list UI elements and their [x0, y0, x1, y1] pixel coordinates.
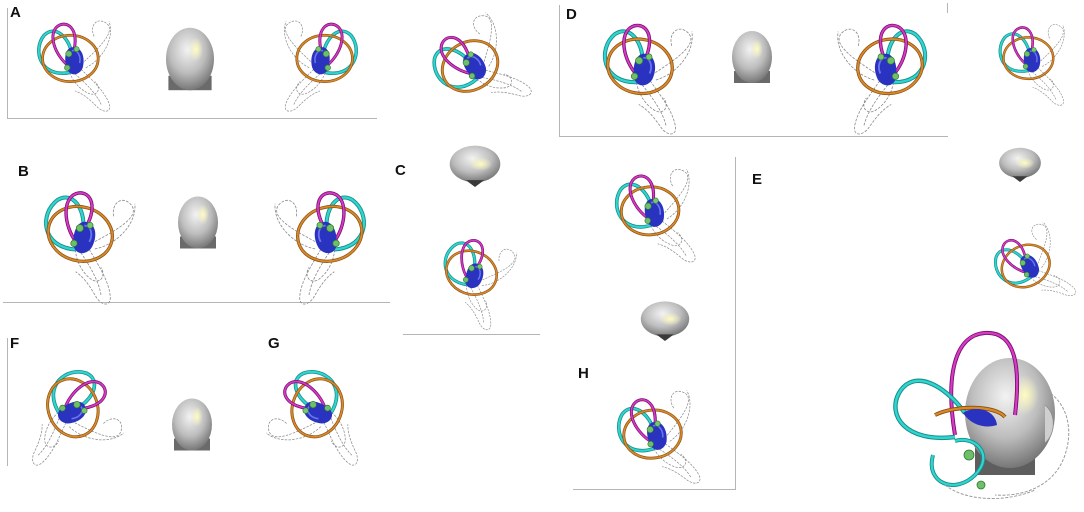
panel-b-ear-left [25, 180, 145, 295]
panel-c-ear [425, 228, 520, 333]
panel-e-ear [984, 219, 1080, 322]
panel-label-f: F [10, 335, 20, 352]
panel-h-frame-bottom [573, 489, 736, 490]
panel-f-head [172, 398, 212, 451]
panel-e-head [999, 147, 1041, 182]
panel-a-ear-left [37, 19, 113, 113]
panel-h-frame-right [735, 157, 736, 489]
panel-h-ear [612, 388, 704, 495]
panel-b-head [178, 196, 218, 249]
panel-label-d: D [566, 6, 577, 23]
panel-a-head [166, 27, 214, 91]
panel-a-ear-right [282, 19, 358, 113]
panel-c-frame-bottom [403, 334, 540, 335]
panel-f-ear [6, 360, 127, 469]
panel-label-a: A [10, 4, 21, 21]
panel-d-frame-tick [947, 3, 948, 13]
panel-label-b: B [18, 163, 29, 180]
panel-d-lower-head [640, 301, 690, 341]
panel-d-frame-left [559, 5, 560, 136]
panel-g-ear [263, 360, 384, 469]
panel-d-ear-left [585, 12, 705, 127]
panel-label-h: H [578, 365, 589, 382]
panel-label-g: G [268, 335, 280, 352]
panel-b-ear-right [265, 180, 385, 295]
panel-f-frame-left [7, 338, 8, 466]
panel-c-head [449, 145, 501, 187]
panel-label-c: C [395, 162, 406, 179]
panel-b-frame-bottom [3, 302, 390, 303]
composite-head-with-ear [893, 330, 1070, 499]
panel-a-frame-left [7, 8, 8, 118]
panel-d-head [732, 31, 772, 83]
panel-d-ear-side [998, 23, 1066, 107]
panel-d-lower-ear [612, 166, 699, 270]
panel-d-ear-right [825, 12, 945, 127]
panel-a-ear-side [420, 9, 536, 132]
panel-label-e: E [752, 171, 763, 188]
panel-d-frame-bottom [559, 136, 948, 137]
panel-a-frame-bottom [7, 118, 377, 119]
